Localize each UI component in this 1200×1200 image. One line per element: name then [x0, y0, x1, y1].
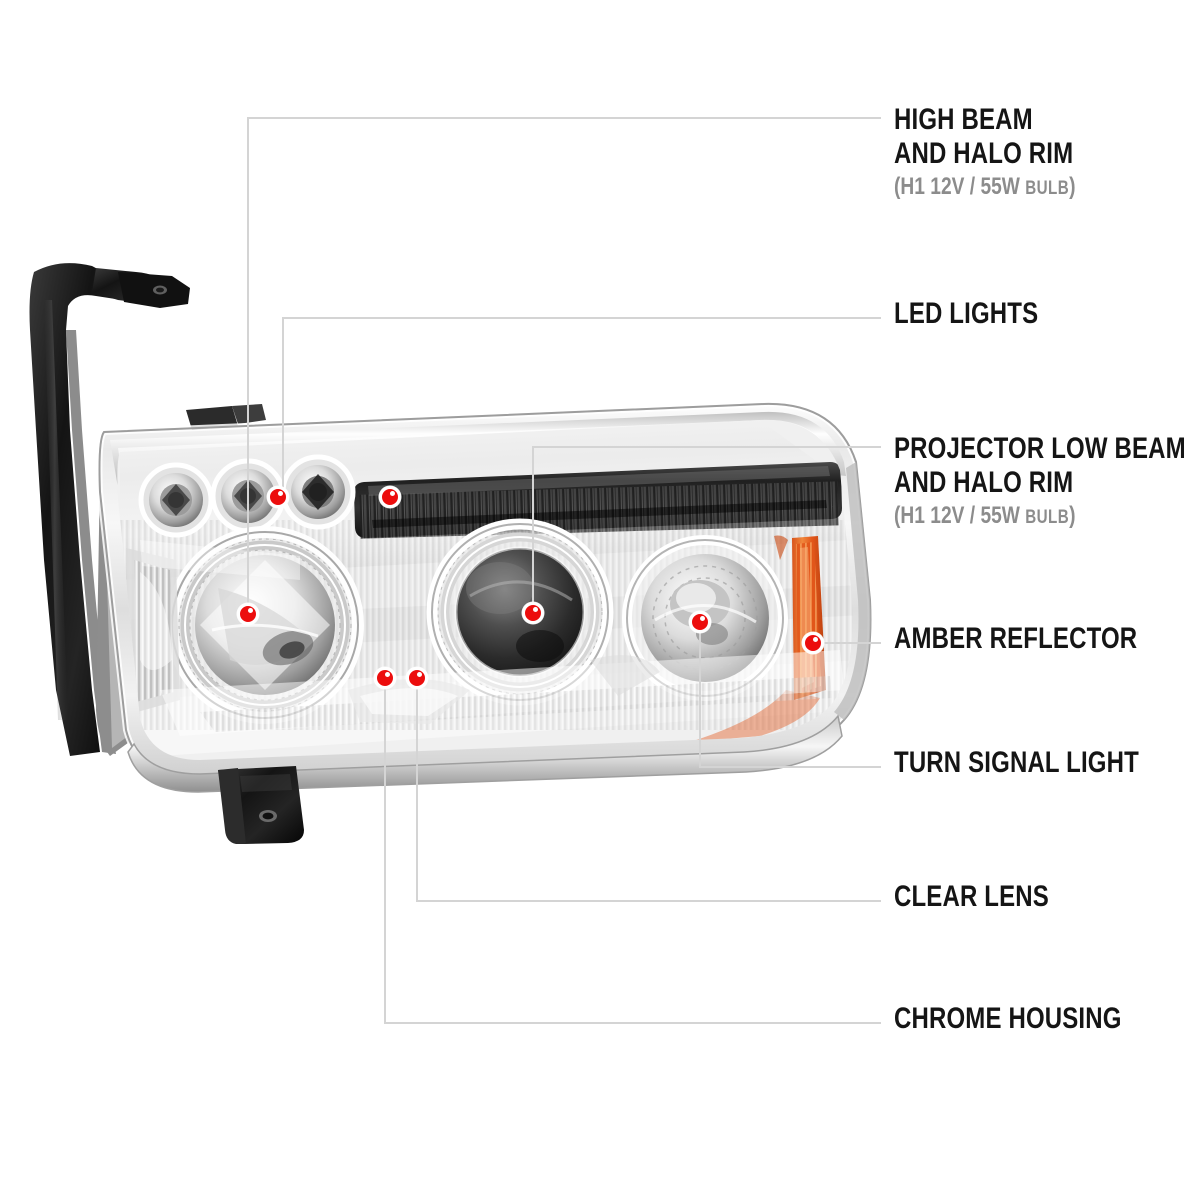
lens-edge [96, 400, 874, 793]
bottom-mounting-tab [218, 766, 304, 844]
label-clear-lens: CLEAR LENS [894, 880, 1049, 914]
label-projector-low-beam: PROJECTOR LOW BEAM AND HALO RIM (H1 12V … [894, 432, 1186, 533]
sub-bulb-spec: H1 12V / 55W [900, 502, 1020, 529]
leader-high-beam-horizontal [247, 117, 881, 119]
callout-dot-led-lights[interactable] [267, 486, 289, 508]
sub-bulb-word: BULB [1025, 178, 1070, 199]
callout-dot-projector[interactable] [522, 602, 544, 624]
callout-dot-clear-lens[interactable] [406, 667, 428, 689]
sub-open-paren: ( [894, 173, 901, 200]
led-lights [138, 454, 356, 538]
label-projector-sub: (H1 12V / 55W BULB) [894, 501, 1186, 533]
callout-dot-chrome-housing[interactable] [374, 667, 396, 689]
leader-projector-horizontal [532, 446, 881, 448]
leader-amber-horizontal [820, 642, 881, 644]
projector-low-beam-and-halo-rim [426, 518, 614, 706]
label-high-beam: HIGH BEAM AND HALO RIM (H1 12V / 55W BUL… [894, 103, 1075, 204]
callout-dot-turn-signal[interactable] [689, 611, 711, 633]
label-high-beam-line2: AND HALO RIM [894, 137, 1074, 170]
callout-dot-led-strip[interactable] [379, 486, 401, 508]
leader-led-vertical [282, 318, 284, 500]
sub-bulb-word: BULB [1025, 507, 1070, 528]
label-amber-reflector: AMBER REFLECTOR [894, 622, 1137, 656]
label-turn-signal-line1: TURN SIGNAL LIGHT [894, 746, 1139, 779]
label-clear-lens-line1: CLEAR LENS [894, 880, 1049, 913]
leader-high-beam-vertical [247, 118, 249, 618]
leader-projector-vertical [532, 447, 534, 615]
label-chrome-housing: CHROME HOUSING [894, 1002, 1122, 1036]
sub-bulb-spec: H1 12V / 55W [900, 173, 1020, 200]
label-projector-line1: PROJECTOR LOW BEAM [894, 432, 1186, 465]
sub-close-paren: ) [1069, 502, 1076, 529]
sub-close-paren: ) [1069, 173, 1076, 200]
leader-chrome-housing-vertical [384, 686, 386, 1024]
mounting-bracket [29, 263, 190, 756]
led-strip [354, 462, 842, 539]
leader-turn-signal-horizontal [699, 766, 881, 768]
leader-clear-lens-horizontal [416, 900, 881, 902]
clear-lens [117, 419, 853, 760]
label-projector-line2: AND HALO RIM [894, 466, 1074, 499]
side-reflector-column [126, 548, 180, 714]
label-led-lights: LED LIGHTS [894, 297, 1038, 331]
label-led-lights-line1: LED LIGHTS [894, 297, 1039, 330]
leader-chrome-housing-horizontal [384, 1022, 881, 1024]
callout-dot-high-beam[interactable] [237, 603, 259, 625]
label-chrome-housing-line1: CHROME HOUSING [894, 1002, 1122, 1035]
leader-turn-signal-vertical [699, 630, 701, 768]
label-amber-reflector-line1: AMBER REFLECTOR [894, 622, 1138, 655]
leader-led-horizontal [282, 317, 881, 319]
leader-clear-lens-vertical [416, 686, 418, 902]
callout-dot-amber-reflector[interactable] [802, 632, 824, 654]
label-high-beam-line1: HIGH BEAM [894, 103, 1033, 136]
sub-open-paren: ( [894, 502, 901, 529]
label-high-beam-sub: (H1 12V / 55W BULB) [894, 172, 1075, 204]
label-turn-signal-light: TURN SIGNAL LIGHT [894, 746, 1139, 780]
